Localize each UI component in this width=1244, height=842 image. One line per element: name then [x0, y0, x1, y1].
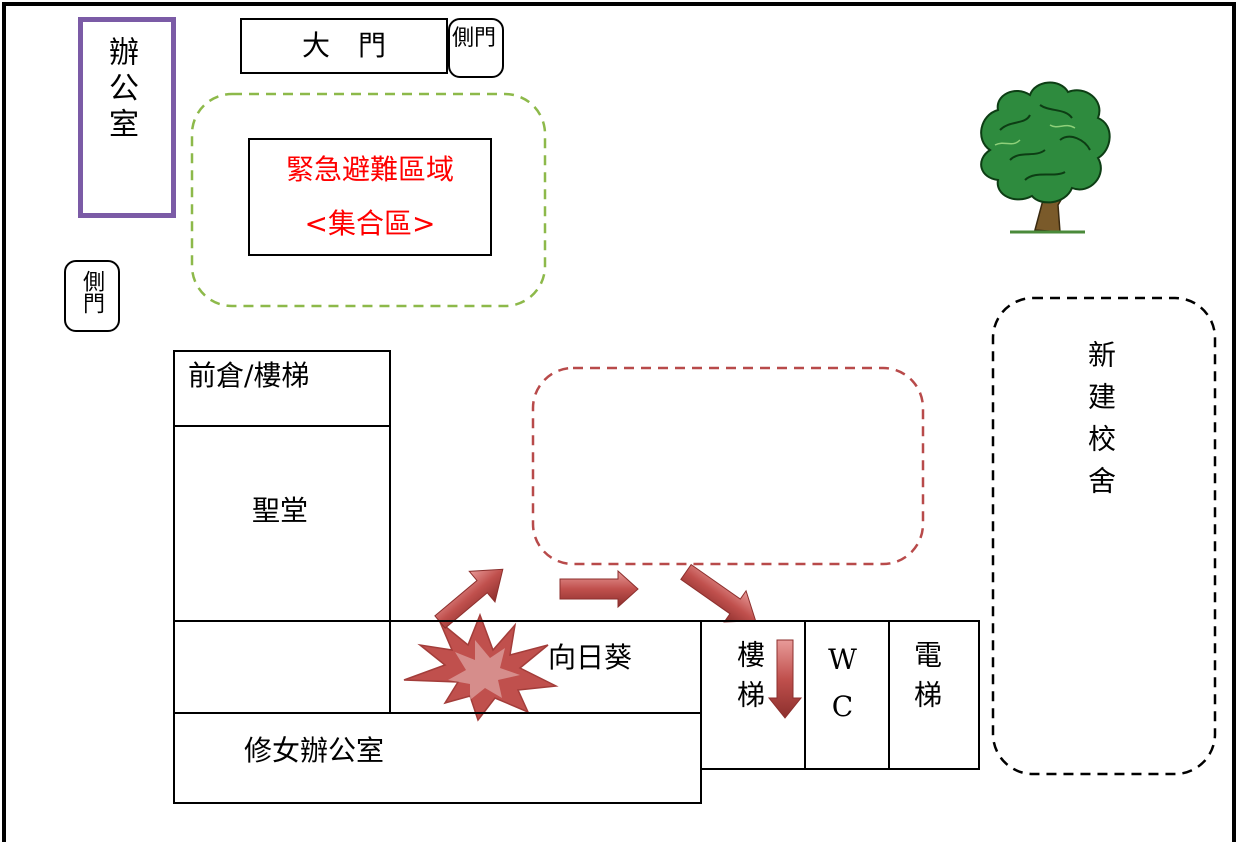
- main-gate: [240, 18, 448, 74]
- assembly-sign: [248, 138, 492, 256]
- side-door-left: [64, 260, 120, 332]
- new-building-label: 新建校舍: [1084, 340, 1117, 508]
- room-wc-label: WC: [826, 643, 859, 737]
- room-front-storage-label: 前倉/樓梯: [188, 359, 310, 392]
- room-chapel-label: 聖堂: [252, 494, 309, 527]
- room-nuns-office-label: 修女辦公室: [244, 734, 385, 767]
- side-door-top: [448, 18, 504, 78]
- assembly-area-outline: [190, 92, 547, 308]
- evacuation-arrow-4: [767, 639, 803, 719]
- assembly-title: 緊急避難區域: [285, 153, 454, 186]
- room-small: [173, 620, 391, 714]
- room-elevator-label: 電梯: [910, 640, 943, 720]
- room-sunflower-label: 向日葵: [548, 641, 633, 674]
- evacuation-arrow-2: [559, 569, 639, 609]
- assembly-subtitle: <集合區>: [304, 207, 436, 240]
- office-label: 辦公室: [103, 36, 138, 144]
- side-door-top-label: 側門: [452, 26, 497, 51]
- room-stairs-label: 樓梯: [733, 640, 766, 720]
- office-box: [78, 17, 176, 218]
- new-building-outline: [991, 296, 1217, 776]
- side-door-left-label: 側門: [79, 270, 104, 314]
- tree-icon: [980, 81, 1111, 234]
- explosion-icon: [403, 612, 559, 722]
- open-area-outline: [531, 366, 925, 566]
- evacuation-arrow-1: [434, 568, 504, 629]
- room-sunflower: [389, 620, 702, 714]
- main-gate-label: 大 門: [301, 29, 386, 62]
- room-elevator: [888, 620, 980, 770]
